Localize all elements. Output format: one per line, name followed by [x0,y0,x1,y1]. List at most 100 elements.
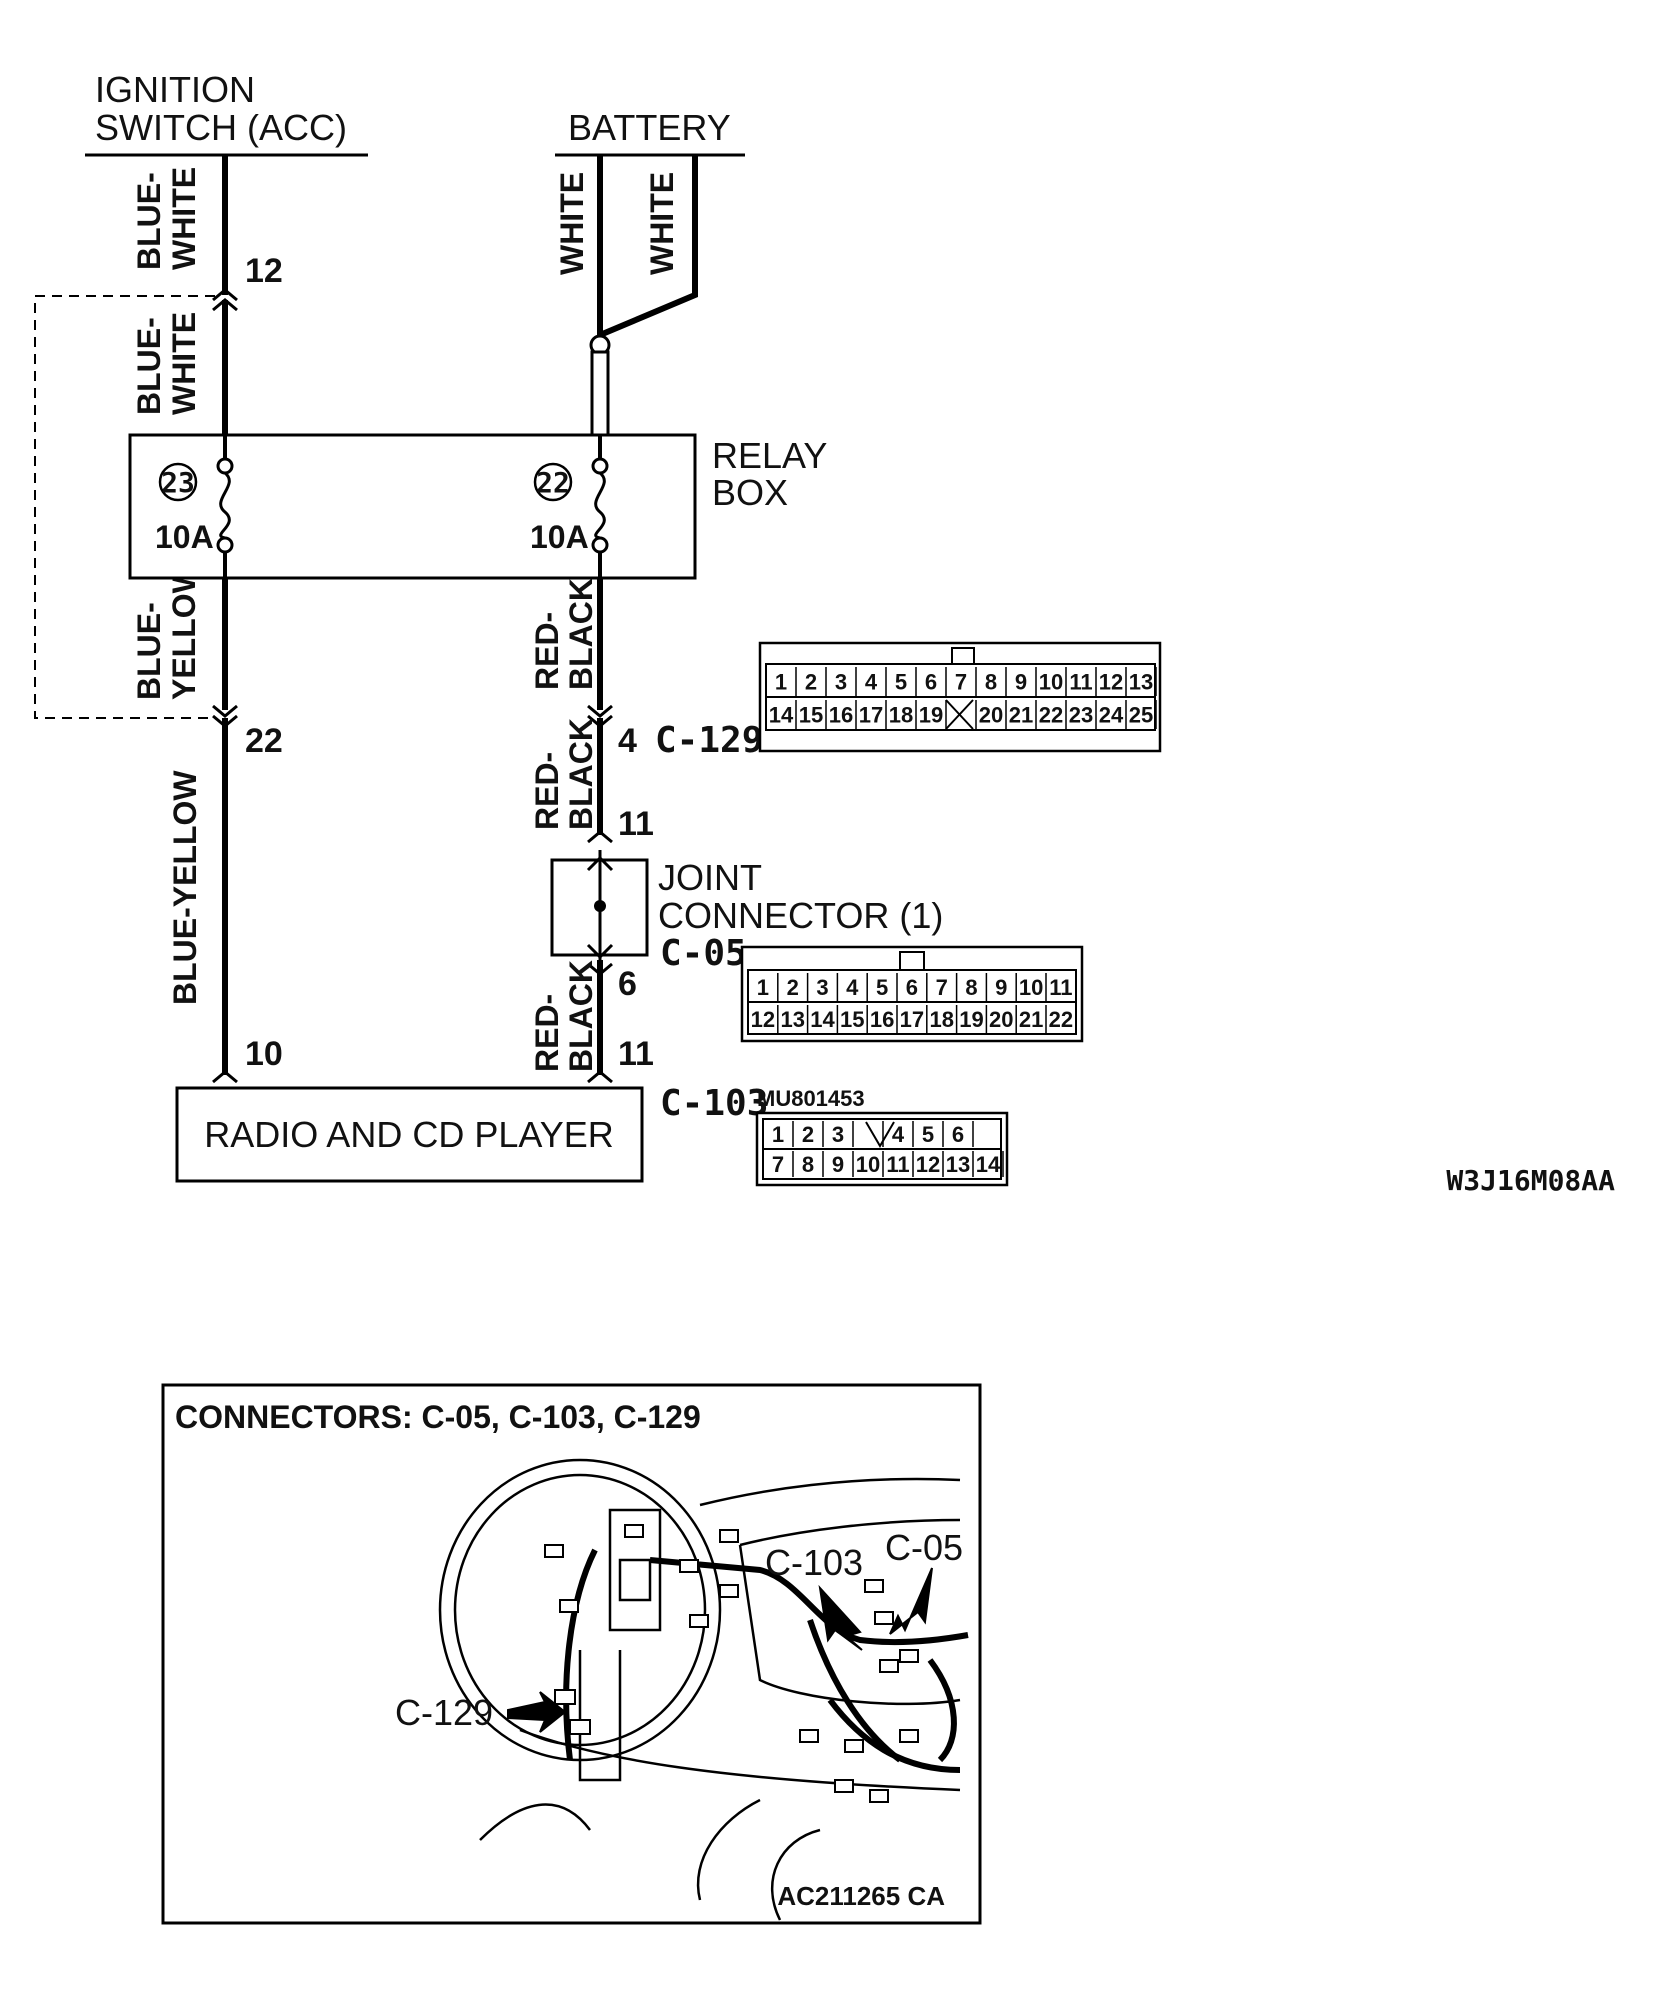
c05-pin-21: 21 [1019,1007,1043,1032]
arrow-c05[interactable] [889,1567,933,1635]
arrow-c129[interactable] [507,1691,567,1733]
connector-c129-label: C-129 [655,720,763,761]
battery-source: BATTERY [555,107,745,157]
fuse-23-number: 23 [161,466,195,499]
connector-c103-part-number: MU801453 [757,1086,865,1111]
callout-arrows[interactable] [507,1567,933,1733]
c129-pin-23: 23 [1069,703,1093,728]
location-title: CONNECTORS: C-05, C-103, C-129 [175,1399,701,1435]
pin-11-bottom: 11 [618,1035,654,1073]
fuse-22-rating: 10A [530,519,589,555]
c05-pin-1: 1 [757,975,769,1000]
left-circuit: BLUE- WHITE BLUE- WHITE BLUE- YELLOW BLU… [34,155,283,1084]
wire-label-red-black-2a: RED- [529,752,565,830]
c129-pin-4: 4 [865,670,878,695]
location-label-c129: C-129 [395,1692,493,1733]
c103-pin-6: 6 [952,1122,964,1147]
c05-pin-8: 8 [965,975,977,1000]
c129-pin-9: 9 [1015,670,1027,695]
c129-pin-6: 6 [925,670,937,695]
pin-6: 6 [618,965,637,1003]
fuse-22: 22 10A [530,435,609,578]
c05-pin-7: 7 [936,975,948,1000]
c129-pin-7: 7 [955,670,967,695]
wire-label-white-2: WHITE [644,172,680,275]
c129-pin-14: 14 [769,703,794,728]
c05-pin-12: 12 [751,1007,775,1032]
c103-pin-14: 14 [976,1152,1001,1177]
wire-label-blue-yellow-2: BLUE-YELLOW [167,770,203,1005]
wire-label-red-black-3a: RED- [529,994,565,1072]
diagram-code: W3J16M08AA [1446,1164,1615,1197]
c05-pin-14: 14 [810,1007,835,1032]
fuse-23: 23 10A [155,435,234,578]
relay-box-label-line1: RELAY [712,435,827,476]
right-circuit: WHITE WHITE RED- BLACK RED- BLACK RED- B… [529,155,943,1084]
c05-pin-2: 2 [787,975,799,1000]
wire-label-blue-yellow-1a: BLUE- [131,602,167,700]
c103-pin-10: 10 [856,1152,880,1177]
c129-pin-25: 25 [1129,703,1153,728]
wire-label-red-black-3b: BLACK [563,960,599,1072]
c05-pin-22: 22 [1049,1007,1073,1032]
connector-location-inset: CONNECTORS: C-05, C-103, C-129 [161,1383,982,1925]
dashboard-illustration [438,1458,961,1921]
location-label-c05: C-05 [885,1527,963,1568]
c05-pin-3: 3 [816,975,828,1000]
battery-label: BATTERY [568,107,731,148]
wire-label-white-1: WHITE [554,172,590,275]
c05-pin-9: 9 [995,975,1007,1000]
c103-pin-2: 2 [802,1122,814,1147]
c129-pin-2: 2 [805,670,817,695]
wire-label-red-black-1a: RED- [529,612,565,690]
c05-pin-13: 13 [780,1007,804,1032]
c103-pin-8: 8 [802,1152,814,1177]
c129-pin-5: 5 [895,670,907,695]
joint-connector-label-line1: JOINT [658,857,762,898]
pin-10: 10 [245,1035,283,1073]
wire-label-blue-white-2a: BLUE- [131,317,167,415]
c129-pin-19: 19 [919,703,943,728]
c05-pin-17: 17 [900,1007,924,1032]
wire-label-red-black-2b: BLACK [563,718,599,830]
c129-pin-13: 13 [1129,670,1153,695]
c05-pin-19: 19 [959,1007,983,1032]
c05-pin-5: 5 [876,975,888,1000]
c129-pin-8: 8 [985,670,997,695]
c103-pin-1: 1 [772,1122,784,1147]
location-label-c103: C-103 [765,1542,863,1583]
c103-pin-13: 13 [946,1152,970,1177]
c129-pin-11: 11 [1069,670,1092,695]
ignition-label-line2: SWITCH (ACC) [95,107,347,148]
c05-pin-18: 18 [929,1007,953,1032]
fuse-22-number: 22 [536,466,570,499]
pin-4: 4 [618,722,637,760]
c05-pin-15: 15 [840,1007,864,1032]
c129-pin-22: 22 [1039,703,1063,728]
c103-pin-11: 11 [886,1152,909,1177]
arrow-c103[interactable] [818,1584,863,1651]
connector-c05-label: C-05 [660,933,747,974]
c129-pin-1: 1 [775,670,787,695]
c05-pin-4: 4 [846,975,859,1000]
c129-pin-17: 17 [859,703,883,728]
c103-pin-5: 5 [922,1122,934,1147]
c129-pin-10: 10 [1039,670,1063,695]
c05-pin-10: 10 [1019,975,1043,1000]
c129-pin-24: 24 [1099,703,1124,728]
c103-pin-4: 4 [892,1122,905,1147]
ignition-label-line1: IGNITION [95,69,255,110]
location-image-code: AC211265 CA [777,1881,945,1911]
c129-pin-3: 3 [835,670,847,695]
c103-pin-7: 7 [772,1152,784,1177]
c129-pin-15: 15 [799,703,823,728]
wire-label-blue-white-1a: BLUE- [131,172,167,270]
c05-pin-20: 20 [989,1007,1013,1032]
relay-box-label-line2: BOX [712,472,788,513]
c103-pin-9: 9 [832,1152,844,1177]
wiring-harness [563,1548,969,1773]
joint-connector-label-line2: CONNECTOR (1) [658,895,943,936]
